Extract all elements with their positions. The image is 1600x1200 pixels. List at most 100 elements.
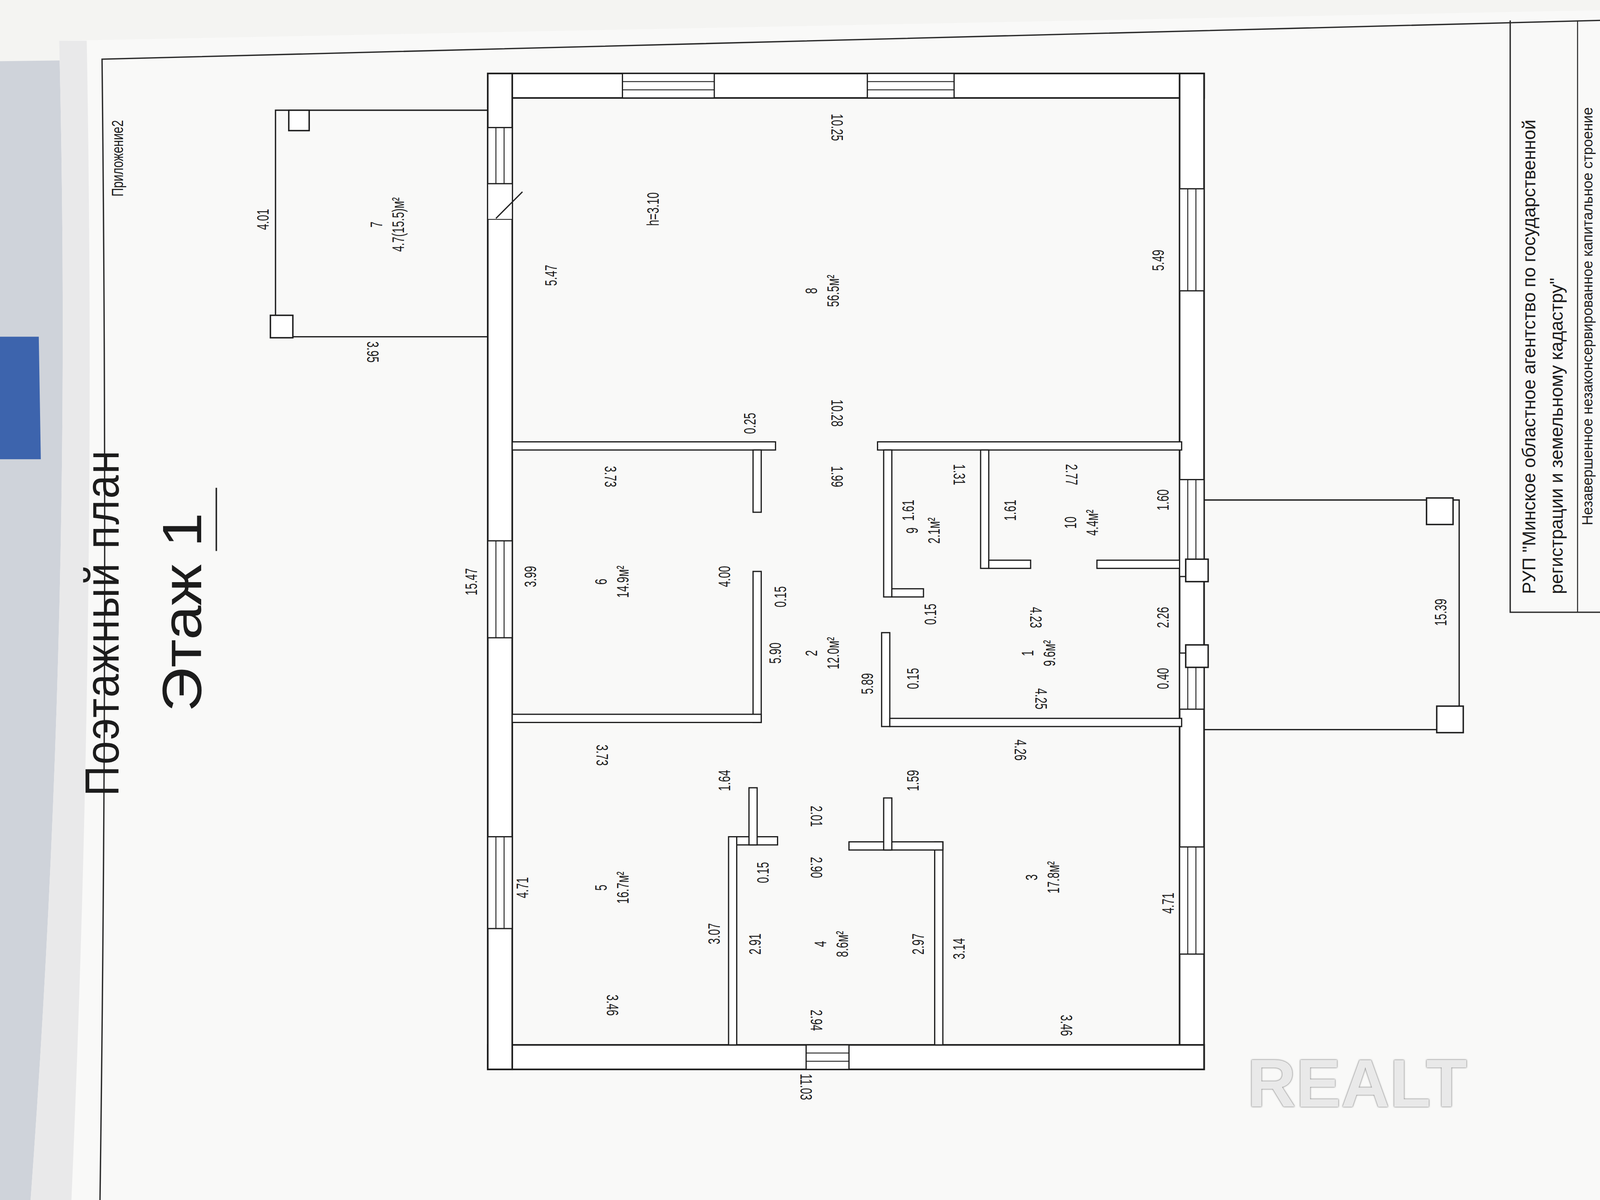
plan-title: Поэтажный план xyxy=(74,448,130,796)
dimension-label: 2.94 xyxy=(806,1009,826,1031)
window-glazing xyxy=(867,81,955,83)
dimension-label: 2.77 xyxy=(1061,463,1081,485)
dimension-label: 4.25 xyxy=(1031,688,1051,710)
window-glazing xyxy=(867,89,955,91)
dimension-label: h=3.10 xyxy=(643,192,663,226)
window xyxy=(1179,846,1205,954)
title-block-frame xyxy=(1576,20,1579,612)
room-number: 10 xyxy=(1059,509,1082,536)
room-number: 3 xyxy=(1021,861,1043,894)
text-block: 317.8м² xyxy=(1021,861,1065,894)
room-number: 6 xyxy=(590,565,613,598)
interior-wall xyxy=(891,588,924,598)
paper xyxy=(30,10,1600,1200)
room-area: 16.7м² xyxy=(612,871,635,904)
room-number: 9 xyxy=(901,517,924,544)
room-box: 856.5м² xyxy=(512,98,1180,443)
dimension-label: 4.71 xyxy=(512,877,532,899)
dimension-label: 5.90 xyxy=(765,642,785,664)
dimension-label: 0.15 xyxy=(753,861,773,883)
text-block: 74.7(15.5)м² xyxy=(366,197,410,252)
interior-wall xyxy=(934,841,943,1045)
building-status: Незавершенное незаконсервированное капит… xyxy=(1579,107,1596,525)
interior-wall xyxy=(753,450,762,513)
outer-wall xyxy=(487,1044,1204,1070)
dimension-label: 15.39 xyxy=(1431,598,1451,626)
interior-wall xyxy=(881,632,891,727)
room-area: 8.6м² xyxy=(831,930,854,958)
dimension-label: 2.01 xyxy=(806,805,826,827)
agency-name: РУП "Минское областное агентство по госу… xyxy=(1515,38,1571,595)
interior-wall xyxy=(883,450,893,597)
sheet-label: Приложение2 xyxy=(108,119,127,197)
room-area: 4.4м² xyxy=(1081,509,1104,536)
room-number: 4 xyxy=(809,930,832,958)
room-number: 8 xyxy=(800,274,823,307)
window-glazing xyxy=(1187,188,1189,291)
page-frame xyxy=(100,20,1600,1200)
dimension-label: 3.07 xyxy=(704,923,724,945)
interior-wall xyxy=(748,787,758,845)
dimension-label: 0.15 xyxy=(903,667,923,689)
dimension-label: 5.49 xyxy=(1148,249,1168,271)
dimension-label: 15.47 xyxy=(461,568,481,596)
window xyxy=(1179,188,1205,291)
outer-wall xyxy=(487,73,513,1070)
dimension-label: 4.00 xyxy=(715,565,735,587)
porch-outline xyxy=(275,110,499,337)
dimension-label: 3.95 xyxy=(362,341,382,363)
post-square xyxy=(1426,498,1454,525)
window-glazing xyxy=(1195,188,1197,291)
door-swing xyxy=(496,191,523,219)
interior-wall xyxy=(848,841,943,850)
dimension-label: 1.61 xyxy=(898,499,918,521)
dimension-label: 10.25 xyxy=(826,113,847,141)
room-area: 14.9м² xyxy=(612,565,635,598)
dimension-label: 2.97 xyxy=(908,933,928,955)
text-block: 614.9м² xyxy=(590,565,634,598)
porch-outline xyxy=(1203,500,1460,730)
floor-label: Этаж 1 xyxy=(149,512,214,712)
text-block: 516.7м² xyxy=(590,871,634,904)
interior-wall xyxy=(728,836,737,1046)
dimension-label: 10.28 xyxy=(826,399,847,427)
post-square xyxy=(1436,705,1464,733)
text-block: РУП "Минское областное агентство по госу… xyxy=(1515,38,1571,595)
dimension-label: 1.64 xyxy=(715,770,735,792)
title-block: РУП "Минское областное агентство по госу… xyxy=(1512,20,1576,610)
text-block: 212.0м² xyxy=(800,636,845,670)
dimension-label: 4.71 xyxy=(1158,892,1178,914)
title-block-frame xyxy=(1510,20,1600,612)
window xyxy=(867,73,955,99)
window xyxy=(487,836,513,929)
room-number: 7 xyxy=(366,197,389,252)
dimension-label: 11.03 xyxy=(796,1073,816,1100)
text-block: 104.4м² xyxy=(1059,509,1104,536)
window-glazing xyxy=(805,1052,849,1054)
room-number: 5 xyxy=(590,871,613,904)
dimension-label: 1.59 xyxy=(903,770,923,792)
dimension-label: 3.46 xyxy=(1056,1015,1076,1037)
post-square xyxy=(288,110,310,131)
window-glazing xyxy=(503,540,505,638)
window xyxy=(487,127,513,184)
dimension-label: 0.15 xyxy=(921,603,941,625)
window-glazing xyxy=(495,540,497,638)
dimension-label: 1.60 xyxy=(1153,489,1173,511)
interior-wall xyxy=(883,798,893,850)
window-glazing xyxy=(622,81,715,83)
window-glazing xyxy=(503,127,505,184)
room-area: 2.1м² xyxy=(923,517,946,544)
dimension-label: 4.26 xyxy=(1010,739,1030,761)
post-square xyxy=(1185,559,1209,582)
dimension-label: 1.31 xyxy=(949,463,969,485)
background-object xyxy=(0,336,41,460)
dimension-label: 5.47 xyxy=(541,265,561,287)
dimension-label: 4.23 xyxy=(1026,606,1046,628)
text-block: 92.1м² xyxy=(901,517,946,544)
interior-wall xyxy=(1096,560,1182,569)
text-block: 19.6м² xyxy=(1017,640,1061,667)
dimension-label: 4.01 xyxy=(253,208,273,230)
dimension-label: 5.89 xyxy=(857,673,877,695)
